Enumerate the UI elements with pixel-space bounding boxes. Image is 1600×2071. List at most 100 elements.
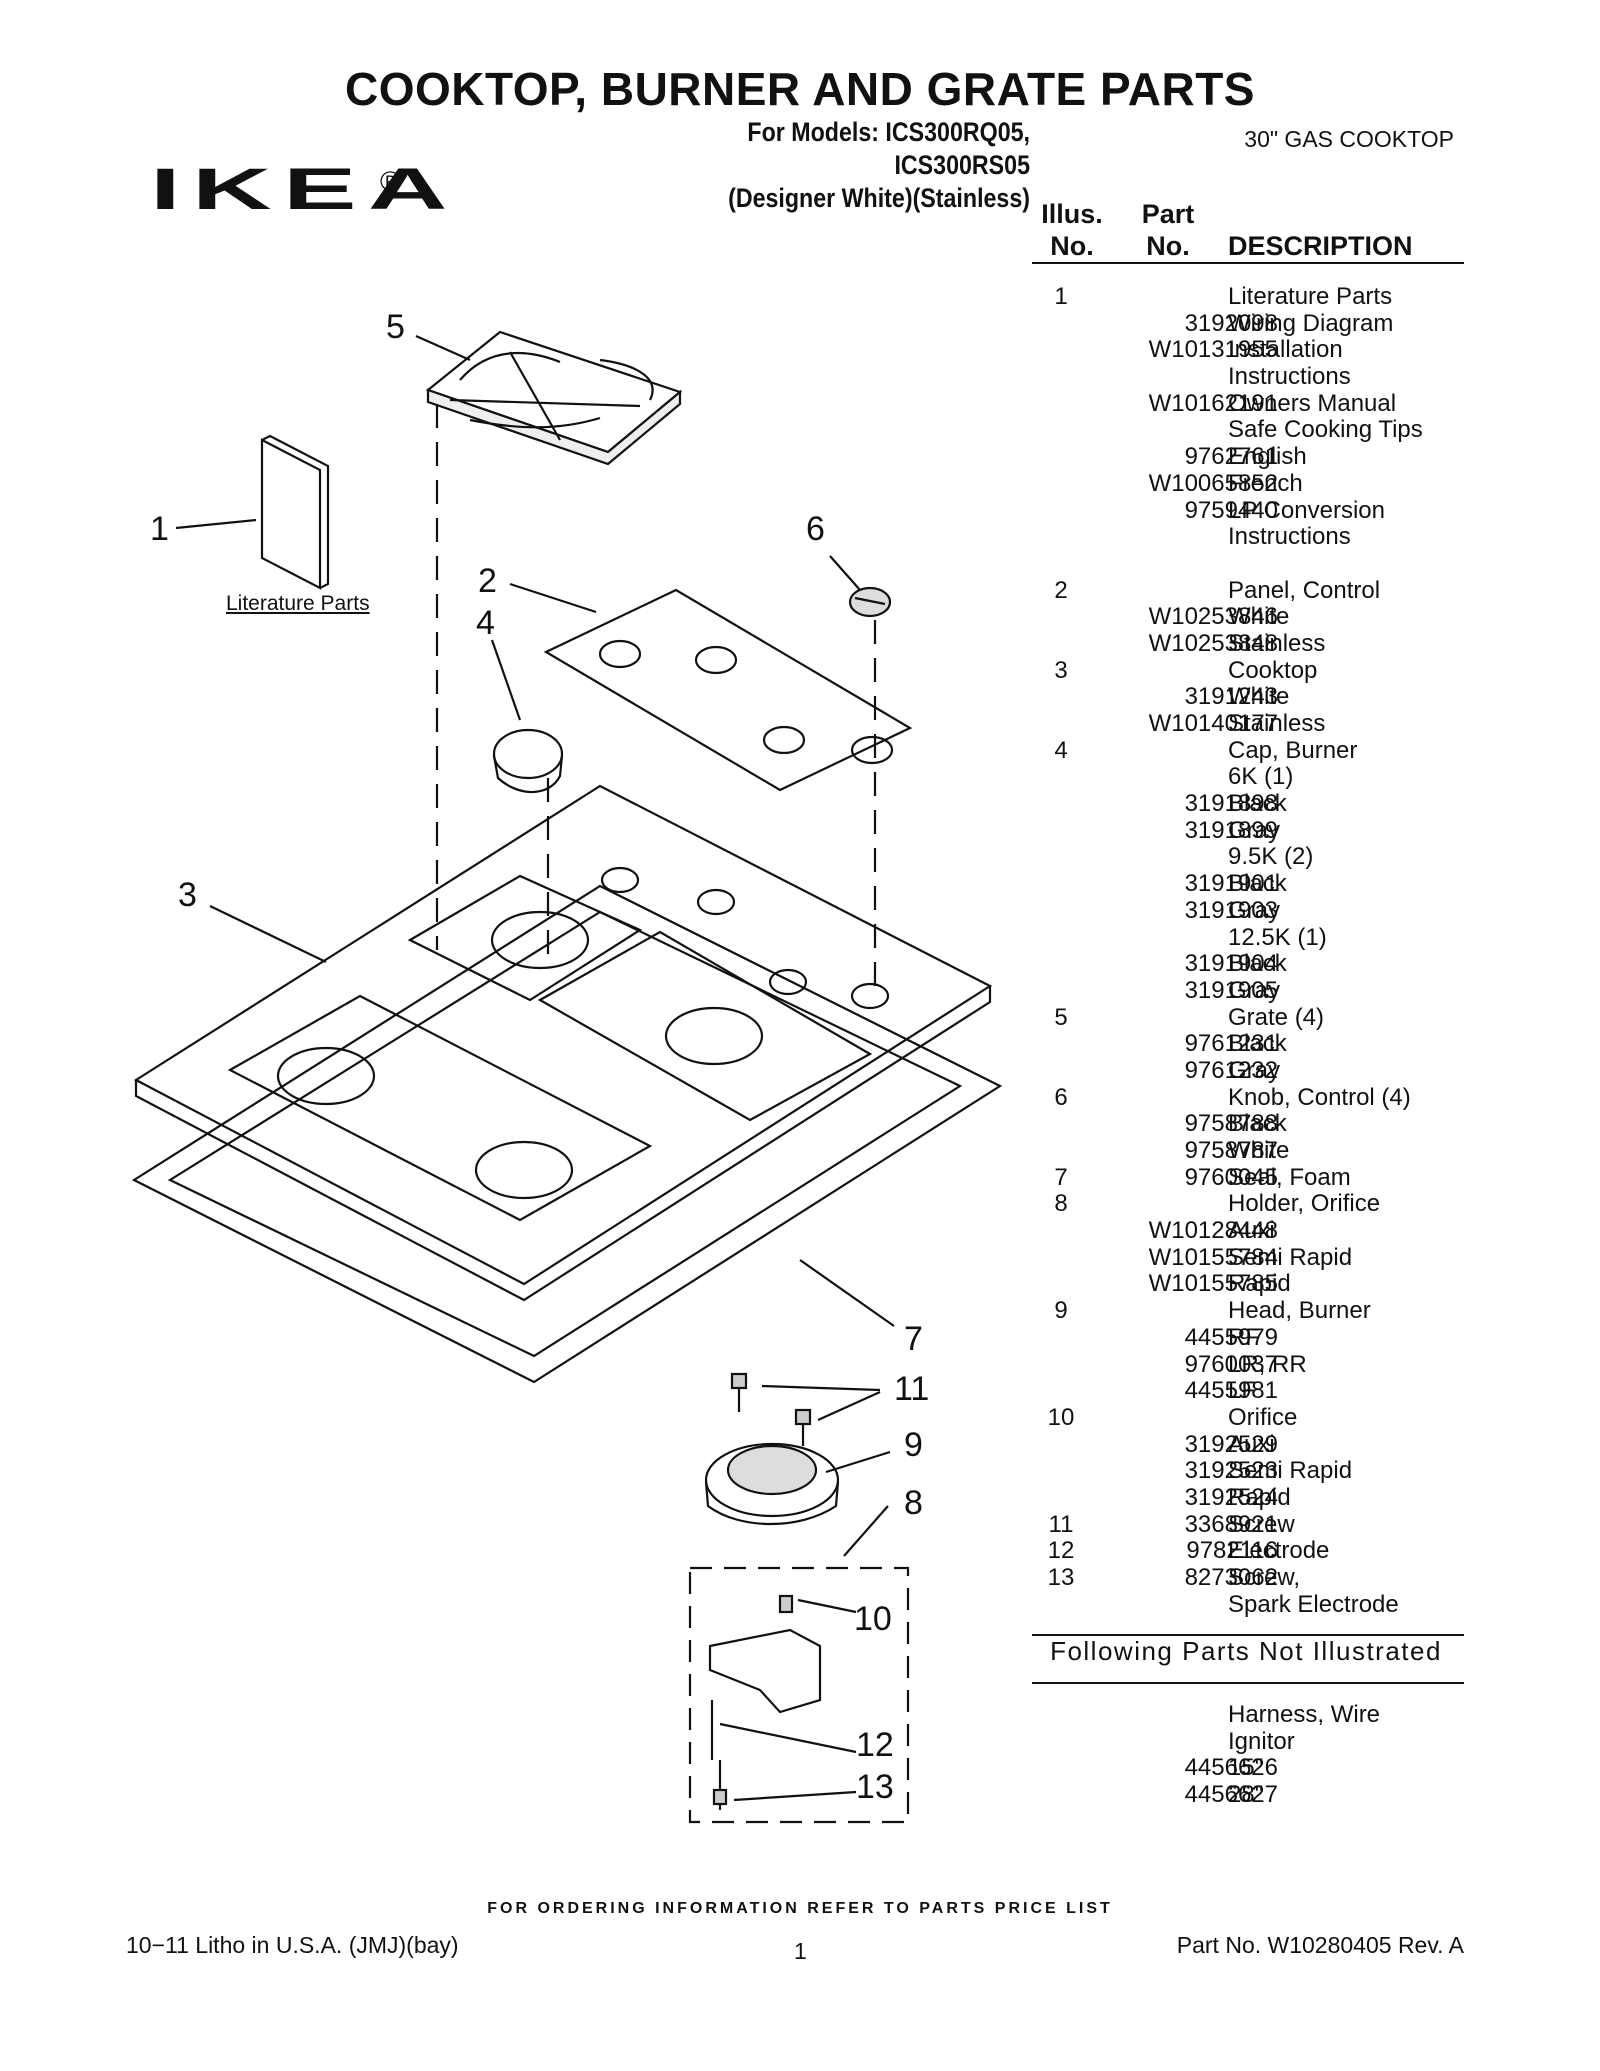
illus-number: 4 [1054, 736, 1068, 764]
part-description: 12.5K (1) [1228, 923, 1327, 951]
part-description: Black [1228, 950, 1287, 978]
header-rule [1032, 262, 1464, 264]
part-number: 9782116 [1186, 1537, 1278, 1565]
model-numbers: For Models: ICS300RQ05, ICS300RS05 (Desi… [626, 116, 1030, 215]
callout-5: 5 [386, 308, 405, 346]
part-description: Screw, [1228, 1564, 1301, 1591]
part-description: Orifice [1228, 1403, 1298, 1431]
header-description: DESCRIPTION [1228, 231, 1413, 261]
part-description: Auxi [1228, 1217, 1275, 1245]
control-knob [848, 586, 892, 618]
part-description: Gray [1228, 816, 1281, 844]
grate [425, 330, 683, 466]
part-number: W10128448 [1148, 1217, 1278, 1245]
part-description: Cooktop [1228, 656, 1318, 684]
part-description: Auxi [1228, 1430, 1275, 1458]
callout-7: 7 [904, 1320, 923, 1358]
part-description: 15" [1228, 1754, 1264, 1782]
header-part-line2: No. [1146, 231, 1190, 261]
part-description: Screw [1228, 1510, 1295, 1538]
callout-1: 1 [150, 510, 169, 548]
table-row: 9.5K (2) [1028, 844, 1468, 871]
header-illus-no: Illus. No. [1032, 198, 1112, 262]
part-description: English [1228, 443, 1307, 471]
part-number: 3192529 [1184, 1430, 1278, 1458]
part-description: Semi Rapid [1228, 1457, 1353, 1485]
part-number: 3192523 [1184, 1457, 1278, 1485]
part-description: Wiring Diagram [1228, 309, 1394, 337]
illus-number: 9 [1054, 1297, 1068, 1325]
illus-number: 8 [1054, 1190, 1068, 1218]
part-description: Gray [1228, 1056, 1281, 1084]
part-description: French [1228, 469, 1303, 497]
callout-13: 13 [856, 1768, 894, 1806]
part-description: Seal, Foam [1228, 1163, 1351, 1191]
table-row: Instructions [1028, 523, 1468, 551]
part-description: Head, Burner [1228, 1297, 1371, 1325]
cooktop-type: 30" GAS COOKTOP [1244, 126, 1454, 152]
part-number: 9761231 [1184, 1030, 1278, 1058]
part-number: 3191904 [1184, 950, 1278, 978]
part-number: 3192524 [1184, 1483, 1278, 1511]
part-number: 9761232 [1184, 1056, 1278, 1084]
part-description: Owners Manual [1228, 389, 1397, 417]
not-illustrated-top-rule [1032, 1634, 1464, 1636]
part-description: Grate (4) [1228, 1003, 1325, 1031]
cooktop [133, 784, 993, 1302]
part-number: W10155785 [1148, 1270, 1278, 1298]
table-row [1028, 551, 1468, 578]
illus-number: 12 [1047, 1537, 1075, 1565]
part-description: Harness, Wire [1228, 1701, 1381, 1728]
callout-2: 2 [478, 562, 497, 600]
part-description: Gray [1228, 896, 1281, 924]
table-row: 6K (1) [1028, 764, 1468, 791]
part-description: Instructions [1228, 523, 1351, 551]
part-description: Black [1228, 790, 1287, 818]
part-number: 3191898 [1184, 790, 1278, 818]
callout-8: 8 [904, 1484, 923, 1522]
part-number: 4455979 [1184, 1323, 1278, 1351]
illus-number: 3 [1054, 656, 1068, 684]
part-description: Cap, Burner [1228, 736, 1358, 764]
table-row: Spark Electrode [1028, 1591, 1468, 1619]
table-row: Harness, Wire [1028, 1701, 1468, 1729]
part-description: Literature Parts [1228, 283, 1393, 310]
part-number: 3192098 [1184, 309, 1278, 337]
callout-10: 10 [854, 1600, 892, 1638]
part-number: W10162191 [1148, 389, 1278, 417]
control-panel [543, 588, 913, 792]
header-illus-line1: Illus. [1041, 199, 1103, 229]
leader-lines [175, 334, 895, 1802]
part-description: Electrode [1228, 1537, 1330, 1565]
part-description: Panel, Control [1228, 576, 1381, 604]
part-number: 9760037 [1184, 1350, 1278, 1378]
illus-number: 2 [1054, 576, 1068, 604]
part-number: 4455981 [1184, 1377, 1278, 1405]
not-illustrated-title: Following Parts Not Illustrated [1050, 1636, 1442, 1666]
table-row: Instructions [1028, 363, 1468, 391]
part-number: W10253848 [1148, 629, 1278, 657]
part-description: LR, RR [1228, 1350, 1307, 1378]
document-part-number: Part No. W10280405 Rev. A [1176, 1932, 1464, 1958]
